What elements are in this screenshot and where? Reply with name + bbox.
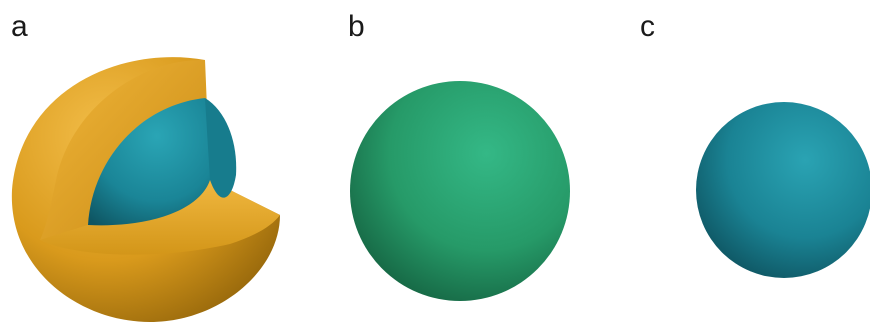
panel-b-label: b — [348, 10, 365, 43]
panel-c-label: c — [640, 10, 655, 43]
panel-c: c — [600, 0, 870, 324]
shell-cut-face — [40, 59, 205, 240]
panel-a: a — [0, 0, 300, 324]
panel-a-label: a — [11, 10, 28, 43]
shell-cut-floor — [40, 180, 280, 255]
green-sphere — [350, 81, 570, 301]
core-shell-sphere — [11, 57, 280, 322]
teal-sphere — [696, 102, 870, 278]
panel-b: b — [300, 0, 600, 324]
core-surface — [88, 98, 214, 226]
